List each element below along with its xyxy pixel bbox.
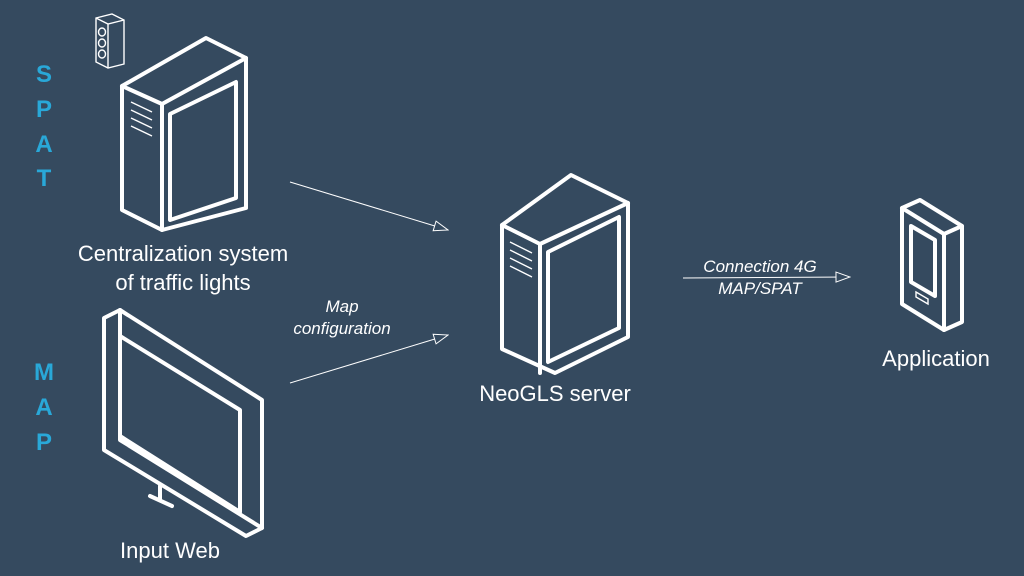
server-label-text: NeoGLS server — [479, 381, 631, 406]
input-web-label-text: Input Web — [120, 538, 220, 563]
input-web-label: Input Web — [100, 537, 240, 566]
map-configuration-line1: Map — [325, 297, 359, 316]
traffic-light-icon — [95, 13, 125, 69]
map-letter: M — [34, 359, 54, 386]
map-configuration-line2: configuration — [293, 319, 391, 339]
spat-letter: A — [35, 130, 53, 158]
server-label: NeoGLS server — [470, 380, 640, 409]
spat-to-server-arrow — [289, 181, 448, 230]
smartphone-icon — [900, 198, 964, 332]
centralization-label-line2: of traffic lights — [115, 269, 251, 295]
spat-letter: P — [35, 95, 52, 123]
server-tower-icon — [500, 173, 630, 375]
map-configuration-label: Map configuration — [284, 296, 400, 340]
spat-letter: S — [35, 61, 52, 88]
application-label: Application — [866, 345, 1006, 374]
spat-vertical-label: S P A T — [34, 58, 54, 197]
map-letter: A — [35, 393, 53, 421]
monitor-icon — [102, 308, 264, 538]
map-to-server-arrow — [289, 335, 448, 384]
connection-label-line1: Connection 4G — [703, 257, 817, 276]
centralization-label-line1: Centralization system — [77, 241, 289, 266]
application-label-text: Application — [882, 346, 990, 371]
server-to-application-arrow — [682, 277, 850, 278]
connection-label-line2: MAP/SPAT — [718, 279, 802, 299]
map-vertical-label: M A P — [34, 356, 54, 460]
spat-letter: T — [36, 165, 52, 193]
connection-label: Connection 4G MAP/SPAT — [690, 256, 830, 300]
centralization-label: Centralization system of traffic lights — [70, 240, 296, 297]
server-tower-icon — [120, 36, 248, 232]
map-letter: P — [35, 428, 52, 456]
